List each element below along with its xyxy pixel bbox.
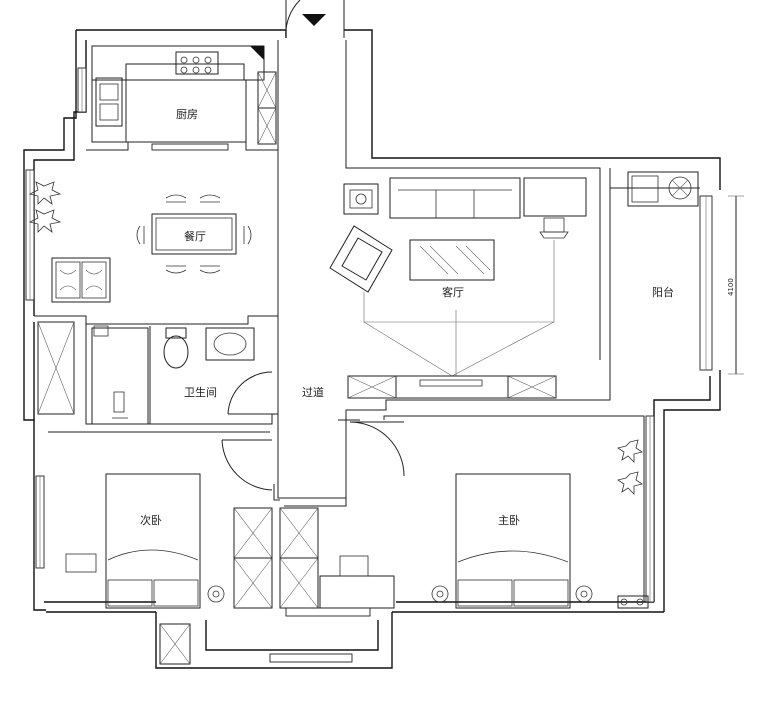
balcony-label: 阳台 xyxy=(652,285,674,299)
armchair xyxy=(329,225,393,293)
living-furniture xyxy=(329,177,587,399)
master-bedroom-label: 主卧 xyxy=(498,514,520,527)
dining-furniture xyxy=(28,181,252,303)
corridor-label: 过道 xyxy=(302,385,324,399)
interior-walls xyxy=(34,40,700,602)
windows xyxy=(25,67,713,663)
kitchen-label: 厨房 xyxy=(176,108,198,121)
bathroom-furniture xyxy=(91,325,273,425)
entrance-door xyxy=(285,0,345,39)
master-bedroom-furniture xyxy=(279,421,649,609)
living-label: 客厅 xyxy=(442,285,464,299)
second-bedroom-label: 次卧 xyxy=(140,513,162,527)
balcony-furniture xyxy=(627,171,744,375)
kitchen-furniture xyxy=(91,45,277,145)
dimension-label: 4100 xyxy=(727,278,735,296)
plant-icon xyxy=(207,585,225,603)
plant-icon xyxy=(28,181,62,233)
dining-label: 餐厅 xyxy=(184,229,206,243)
nightstand-icon xyxy=(431,585,593,603)
second-bedroom-furniture xyxy=(65,439,273,609)
plant-icon xyxy=(617,439,643,495)
bathroom-label: 卫生间 xyxy=(184,385,217,399)
entrance-arrow-icon xyxy=(302,14,326,26)
bottom-window xyxy=(37,321,191,665)
